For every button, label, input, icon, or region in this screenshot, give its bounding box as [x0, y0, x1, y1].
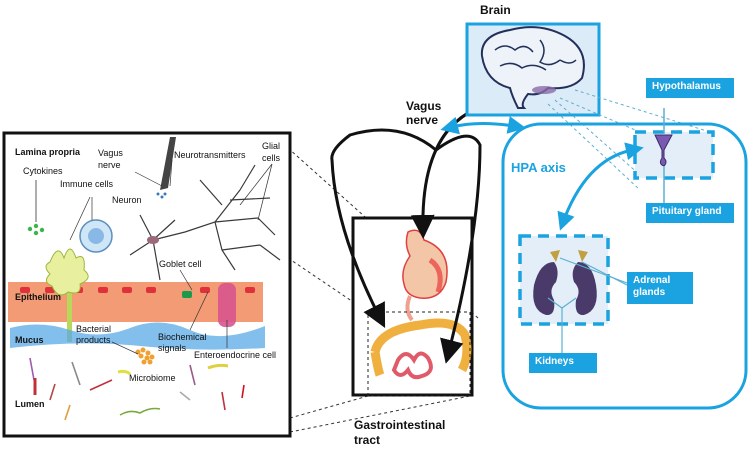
pituitary-icon	[654, 134, 673, 167]
goblet-cell-label: Goblet cell	[159, 259, 202, 269]
vagus-nerve-label-line1: Vagus	[406, 99, 442, 113]
microbiome	[29, 357, 245, 421]
inset-vagus-line1: Vagus	[98, 148, 123, 158]
glial-cells-line2: cells	[262, 153, 281, 163]
small-intestine	[391, 351, 433, 380]
kidney-right-icon	[572, 262, 597, 316]
pituitary-adrenal-arrow	[557, 142, 644, 231]
gi-tract-label-line1: Gastrointestinal	[354, 418, 446, 432]
inset-vagus-line2: nerve	[98, 160, 121, 170]
biochemical-signals-line1: Biochemical	[158, 332, 207, 342]
mucus-layer	[10, 322, 265, 350]
cytokines-dots	[27, 223, 45, 236]
neurotransmitters-label: Neurotransmitters	[174, 150, 246, 160]
microbiome-cluster	[135, 347, 155, 365]
biochemical-signals-line2: signals	[158, 343, 187, 353]
stomach	[402, 229, 448, 299]
kidneys-box	[518, 234, 628, 353]
adrenal-line2: glands	[633, 286, 666, 298]
microbiome-label: Microbiome	[129, 373, 176, 383]
hpa-axis-container	[501, 122, 748, 410]
lamina-propria-label: Lamina propria	[15, 147, 81, 157]
adrenal-glands-label: Adrenal glands	[627, 272, 693, 304]
enteroendocrine-cell-label: Enteroendocrine cell	[194, 350, 277, 360]
immune-cells-label: Immune cells	[60, 179, 114, 189]
gi-tract-label-line2: tract	[354, 433, 381, 447]
epithelium-label: Epithelium	[15, 292, 62, 302]
brain-box	[465, 22, 601, 117]
kidney-left-icon	[533, 262, 558, 316]
vagus-hpa-arrow	[440, 116, 526, 135]
neuron-network	[129, 164, 281, 281]
lumen-label: Lumen	[15, 399, 45, 409]
pituitary-gland-label: Pituitary gland	[646, 203, 734, 223]
colon	[370, 318, 472, 373]
vagus-nerve-ending	[160, 137, 176, 190]
bacterial-products-line2: products	[76, 335, 111, 345]
pituitary-box	[633, 108, 715, 204]
glial-cells-line1: Glial	[262, 141, 281, 151]
epithelium-layer	[8, 282, 263, 342]
bacterial-products-line1: Bacterial	[76, 324, 112, 334]
neuron-label: Neuron	[112, 195, 142, 205]
mucus-label: Mucus	[15, 335, 44, 345]
adrenal-line1: Adrenal	[633, 275, 671, 286]
dendritic-cell	[45, 248, 89, 296]
brain-label: Brain	[480, 3, 511, 17]
zoom-region	[367, 311, 471, 397]
cytokines-label: Cytokines	[23, 166, 63, 176]
kidneys-label: Kidneys	[529, 353, 597, 373]
hpa-axis-label: HPA axis	[511, 160, 566, 175]
inset-cell-detail	[2, 131, 292, 438]
vagus-nerve-label-line2: nerve	[406, 113, 439, 127]
hypothalamus-label: Hypothalamus	[646, 78, 734, 98]
gi-tract-box	[351, 216, 474, 397]
